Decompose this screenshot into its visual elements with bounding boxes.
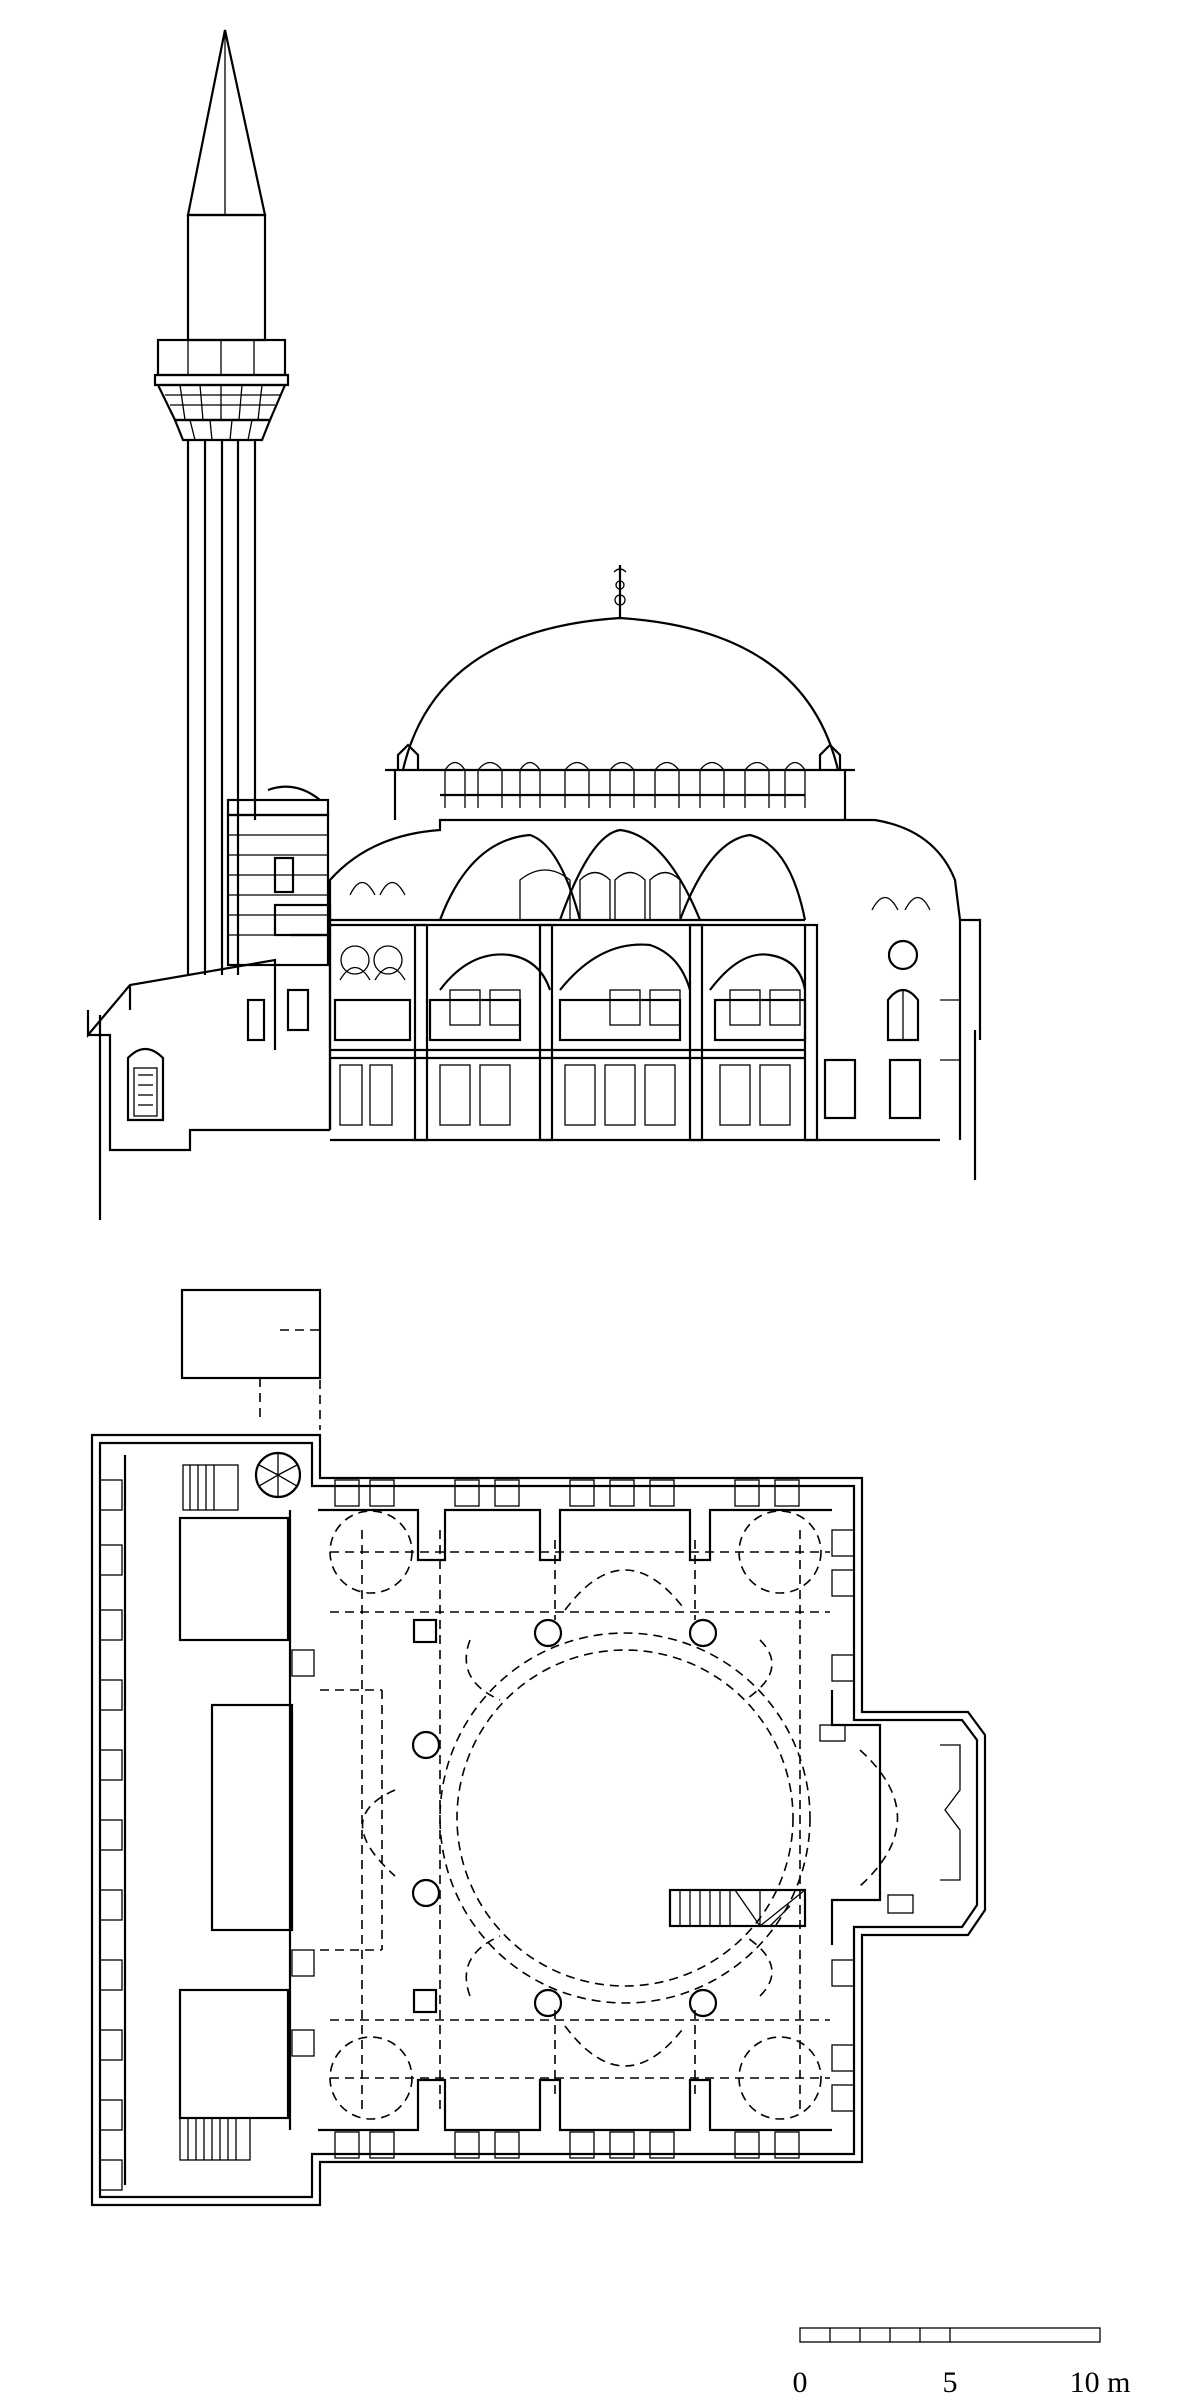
hall-wall-piers <box>291 1479 855 2159</box>
minaret <box>153 29 290 975</box>
mosque-elevation <box>86 29 982 1220</box>
portico <box>99 1451 302 2191</box>
hall-bays <box>318 1508 961 2132</box>
scale-label-5: 5 <box>943 2366 958 2399</box>
scale-label-0: 0 <box>793 2366 808 2399</box>
scale-bar: 0 5 10 m <box>793 2327 1131 2399</box>
stair-tower <box>226 785 330 967</box>
side-annex <box>86 903 332 1152</box>
scale-label-10m: 10 m <box>1070 2366 1131 2399</box>
dome-finial <box>613 565 627 618</box>
outer-wall <box>90 1433 987 2207</box>
drum-windows <box>444 761 806 808</box>
lower-windows <box>330 998 922 1126</box>
ground-line <box>98 1015 977 1220</box>
prayer-hall <box>328 565 982 1142</box>
mosque-floor-plan <box>90 1288 987 2207</box>
hall-columns <box>411 1618 718 2018</box>
corner-turrets <box>396 743 842 770</box>
detached-annex <box>180 1288 322 1380</box>
upper-arches <box>438 828 807 921</box>
minbar <box>668 1888 807 1928</box>
vault-projections <box>320 1510 899 2120</box>
